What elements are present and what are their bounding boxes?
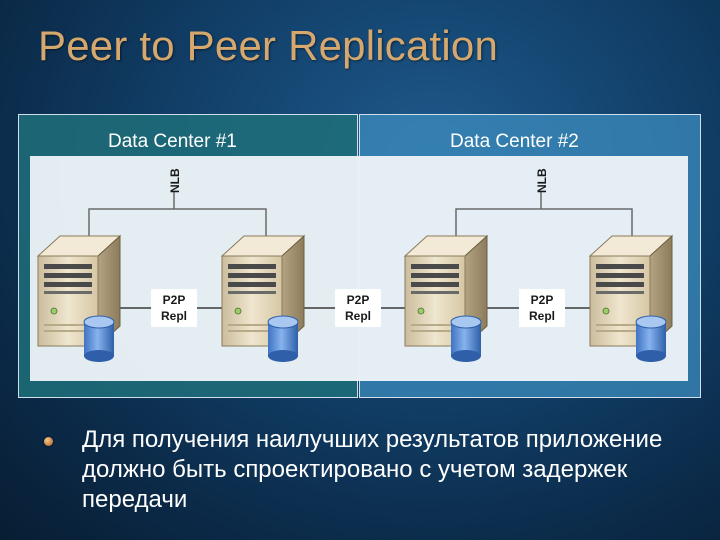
p2p-repl-dc2-box: [519, 289, 565, 327]
nlb-1-label: NLB: [168, 168, 182, 193]
bullet-icon: [44, 437, 53, 446]
database-icon: [267, 315, 299, 363]
database-icon: [635, 315, 667, 363]
database-icon: [83, 315, 115, 363]
data-center-1-label: Data Center #1: [108, 131, 237, 152]
p2p-repl-dc2-line1: P2P: [531, 293, 554, 307]
data-center-2-label: Data Center #2: [450, 131, 579, 152]
p2p-repl-cross-line2: Repl: [345, 309, 371, 323]
database-icon: [450, 315, 482, 363]
nlb-1-bus: [88, 208, 267, 236]
p2p-repl-cross-line1: P2P: [347, 293, 370, 307]
p2p-repl-dc1-line1: P2P: [163, 293, 186, 307]
p2p-repl-dc1-line2: Repl: [161, 309, 187, 323]
bullet-text: Для получения наилучших результатов прил…: [82, 426, 663, 513]
nlb-2-label: NLB: [535, 168, 549, 193]
p2p-repl-cross-box: [335, 289, 381, 327]
p2p-repl-dc2-line2: Repl: [529, 309, 555, 323]
nlb-2-bus: [455, 208, 633, 236]
slide-title: Peer to Peer Replication: [38, 22, 499, 69]
p2p-repl-dc1-box: [151, 289, 197, 327]
diagram-canvas: [30, 156, 688, 381]
